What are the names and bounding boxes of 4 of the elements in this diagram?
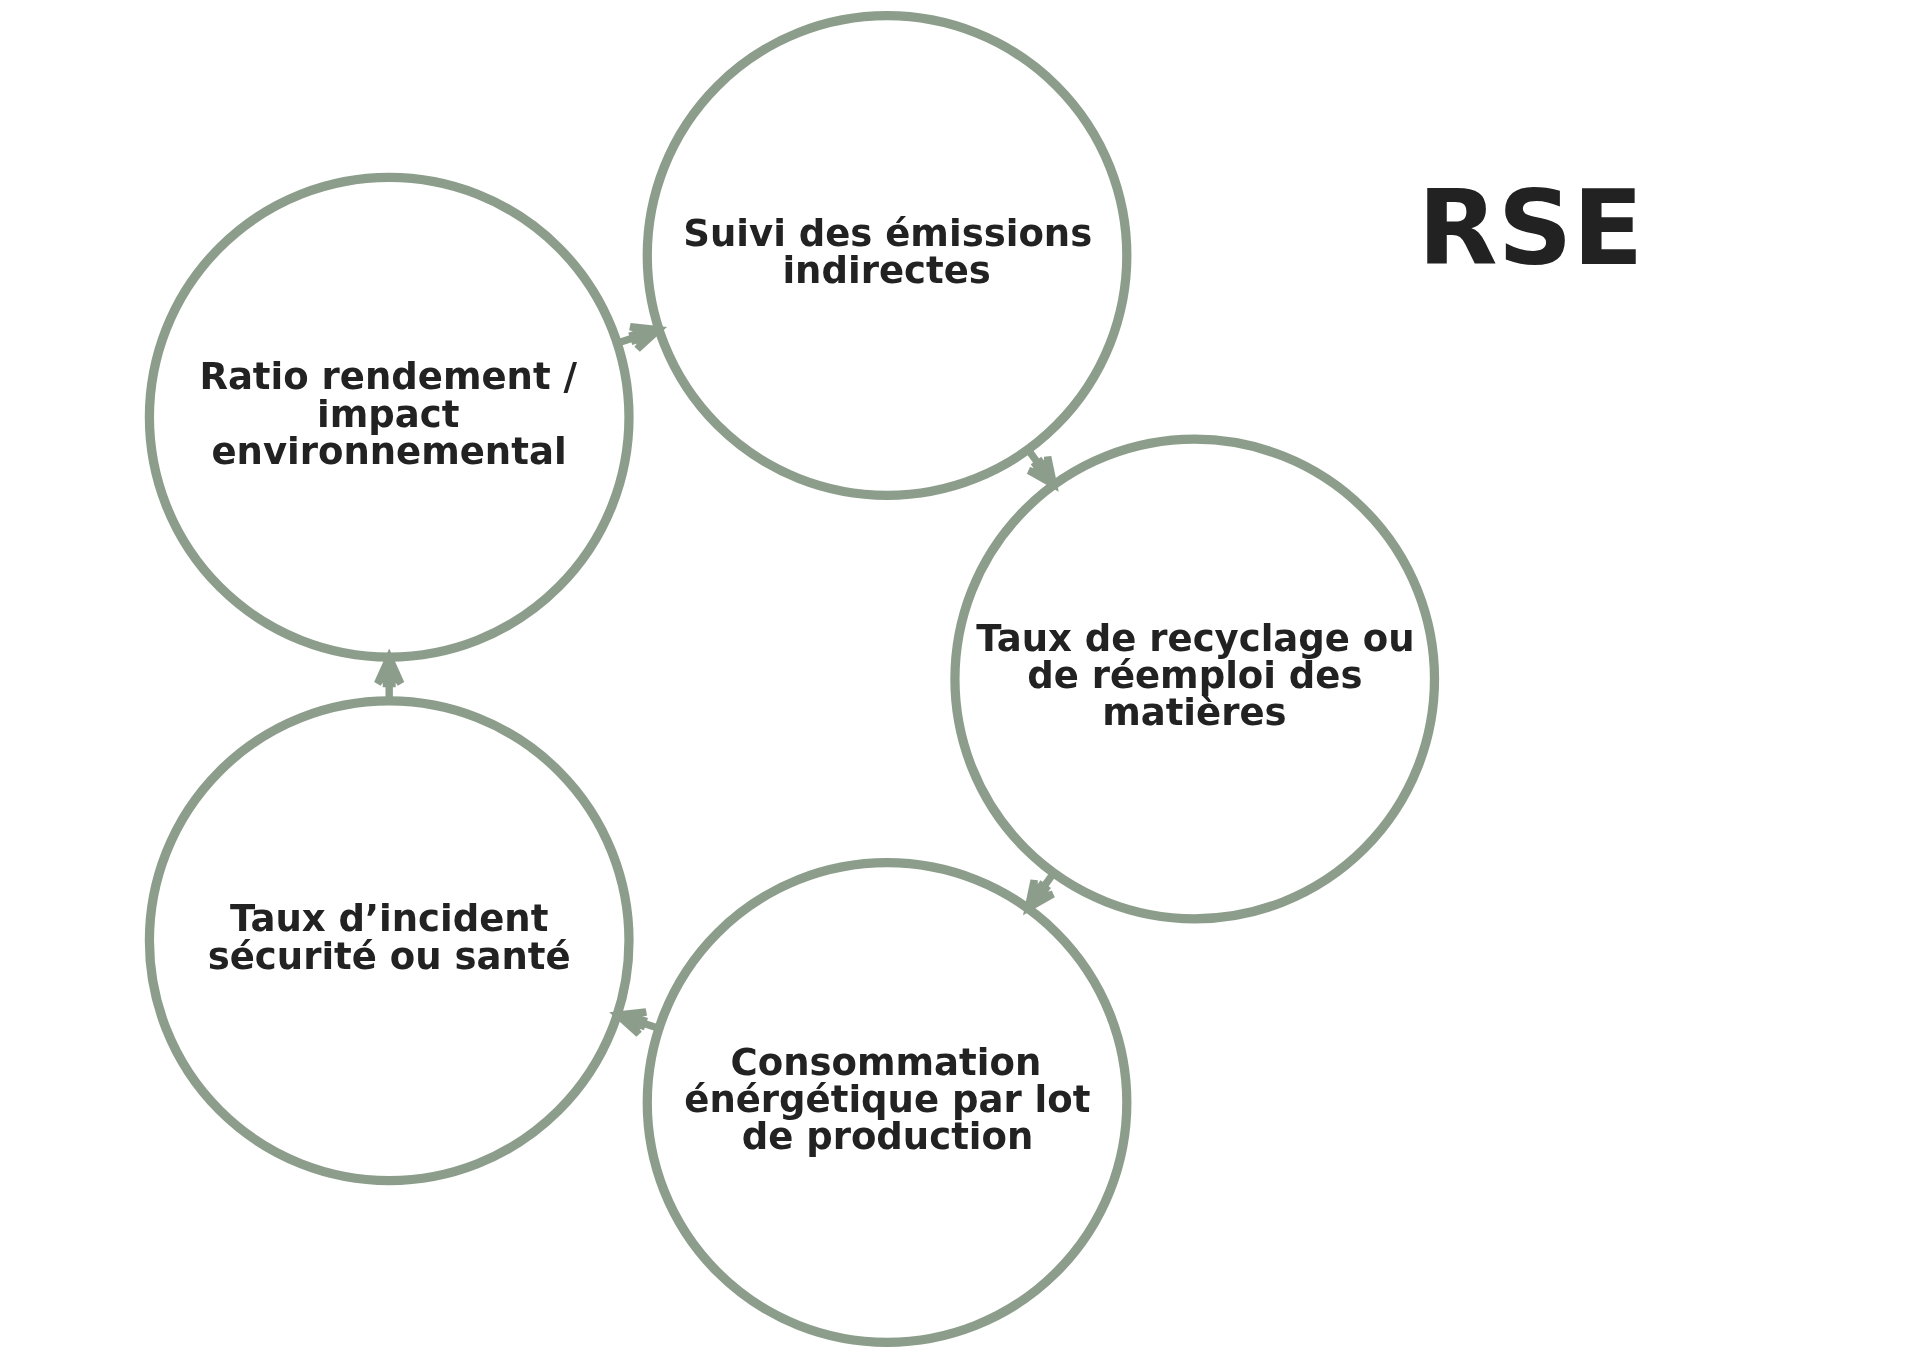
label: RSE [1417,167,1644,288]
node-circle: Suivi des émissions indirectes [642,11,1132,500]
node-circle: Taux de recyclage ou de réemploi des matières [950,434,1440,924]
node-circle: Taux d’incident sécurité ou santé [144,696,634,1186]
